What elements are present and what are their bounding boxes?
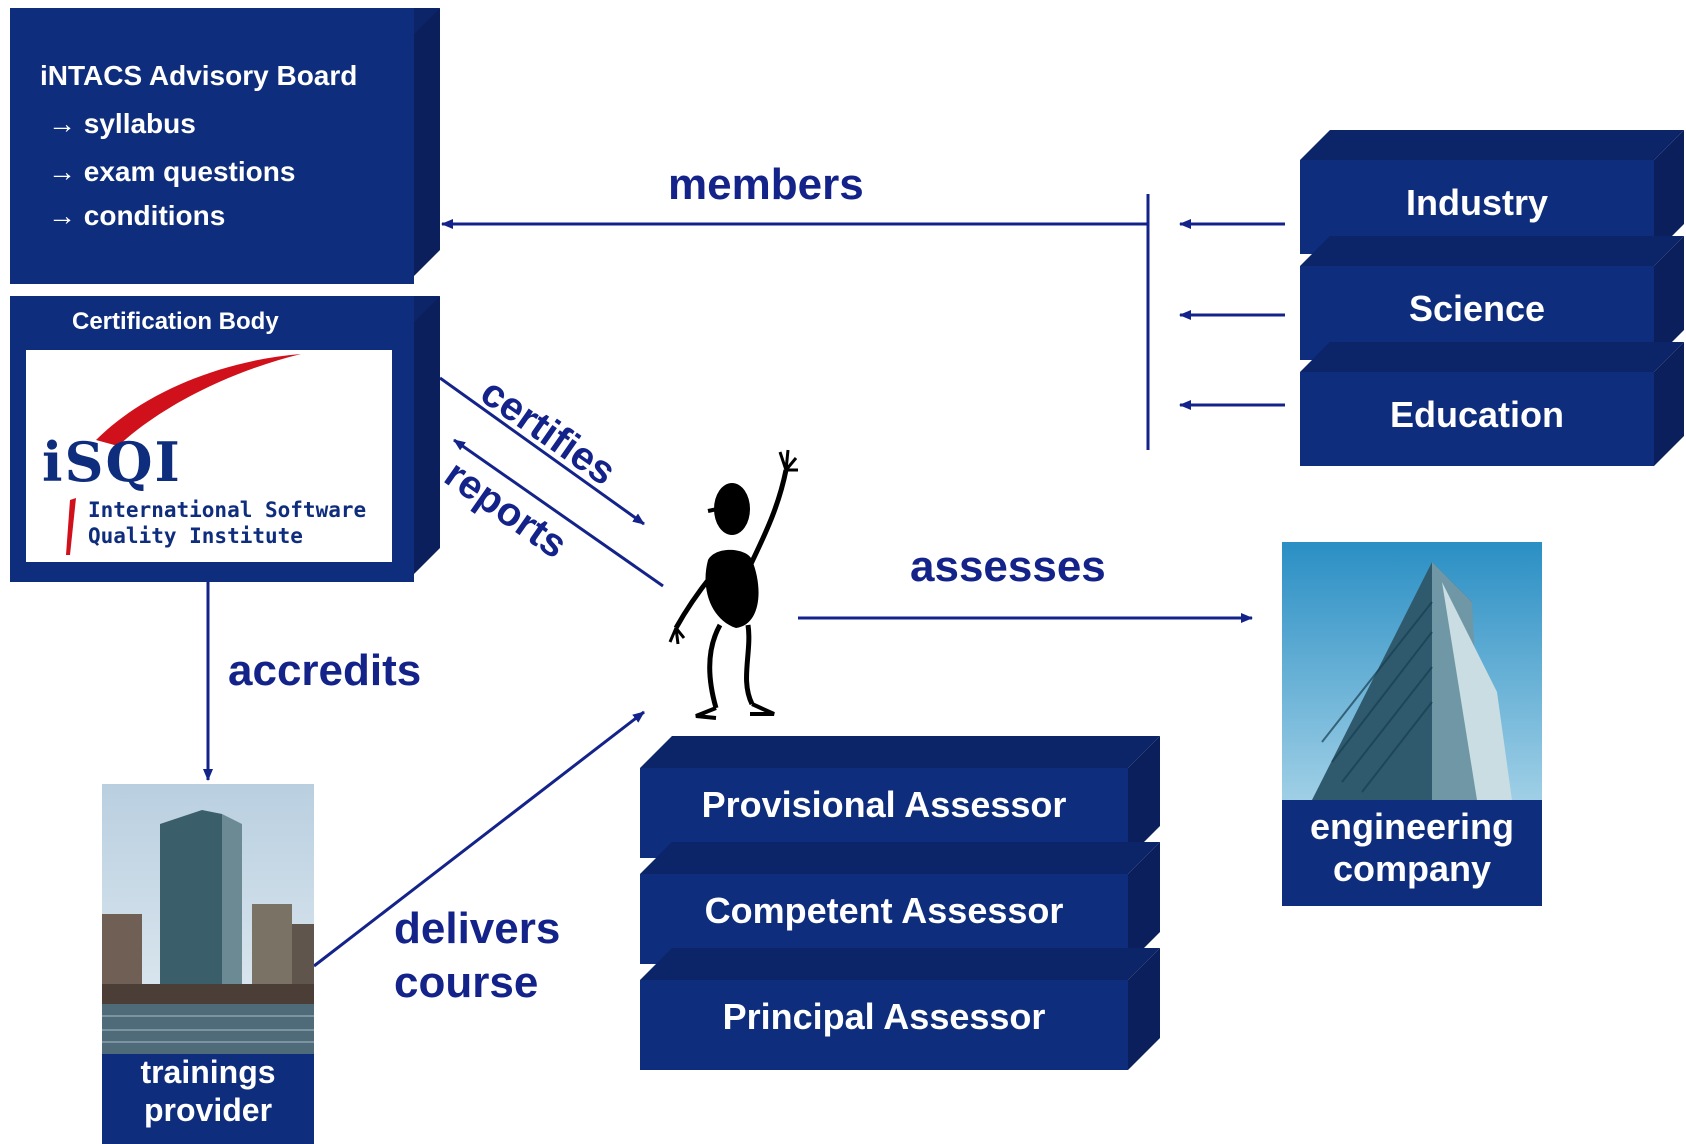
advisory-item-conditions: → conditions bbox=[48, 200, 226, 231]
edge-label-members: members bbox=[668, 160, 864, 209]
assessor-level-competent-label: Competent Assessor bbox=[704, 890, 1064, 931]
edge-label-assesses: assesses bbox=[910, 542, 1106, 591]
advisory-item-syllabus: → syllabus bbox=[48, 108, 196, 139]
isqi-logo-line1: International Software bbox=[88, 498, 367, 522]
advisory-board-box: iNTACS Advisory Board → syllabus → exam … bbox=[10, 8, 440, 284]
reports-arrow bbox=[453, 438, 664, 588]
certification-body-title: Certification Body bbox=[72, 308, 279, 335]
trainings-provider-card: trainings provider bbox=[102, 784, 314, 1144]
delivers-arrow bbox=[313, 710, 645, 968]
engineering-company-card: engineering company bbox=[1282, 542, 1542, 906]
stakeholder-science-label: Science bbox=[1408, 288, 1546, 329]
assessor-level-provisional-label: Provisional Assessor bbox=[701, 784, 1067, 825]
certifies-arrow bbox=[439, 376, 645, 526]
isqi-logo: iSQI International Software Quality Inst… bbox=[26, 350, 392, 562]
isqi-swoosh-icon bbox=[66, 354, 301, 555]
advisory-board-title: iNTACS Advisory Board bbox=[40, 60, 358, 91]
skyscraper-image bbox=[1282, 542, 1542, 800]
arrow-right-icon: → bbox=[48, 156, 76, 187]
assessor-level-principal-label: Principal Assessor bbox=[722, 996, 1046, 1037]
arrow-right-icon: → bbox=[48, 200, 76, 231]
trainings-provider-label: trainings provider bbox=[102, 1054, 314, 1144]
stakeholder-education-box: Education bbox=[1300, 342, 1684, 466]
assessor-figure-icon bbox=[668, 449, 798, 720]
isqi-logo-wordmark: iSQI bbox=[42, 430, 182, 494]
office-building-image bbox=[102, 784, 314, 1054]
assessor-level-provisional-box: Provisional Assessor bbox=[640, 736, 1160, 858]
engineering-company-label: engineering company bbox=[1282, 800, 1542, 906]
assessor-level-competent-box: Competent Assessor bbox=[640, 842, 1160, 964]
arrow-right-icon: → bbox=[48, 108, 76, 139]
edge-label-delivers: delivers bbox=[394, 904, 561, 953]
certification-body-box: Certification Body iSQI International So… bbox=[10, 296, 440, 582]
isqi-logo-line2: Quality Institute bbox=[88, 524, 303, 548]
edge-label-course: course bbox=[394, 958, 539, 1007]
stakeholder-industry-label: Industry bbox=[1405, 182, 1548, 223]
edge-label-accredits: accredits bbox=[228, 646, 422, 695]
assessor-level-principal-box: Principal Assessor bbox=[640, 948, 1160, 1070]
stakeholder-education-label: Education bbox=[1389, 394, 1564, 435]
advisory-item-exam-questions: → exam questions bbox=[48, 156, 296, 187]
